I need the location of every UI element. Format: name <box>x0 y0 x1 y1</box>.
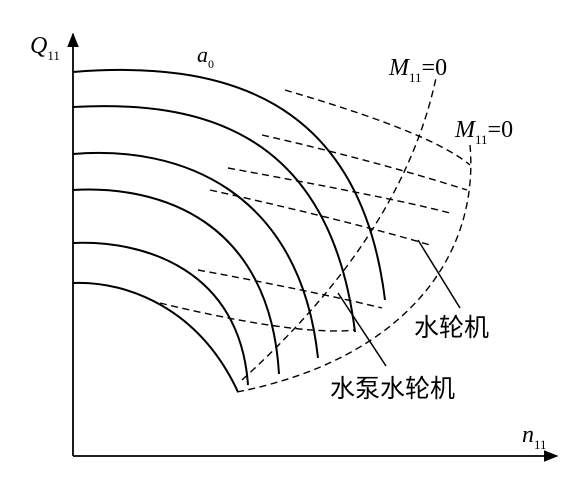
characteristic-curve-2 <box>72 105 356 333</box>
characteristic-curve-a0 <box>72 68 386 301</box>
region-label-pump-turbine: 水泵水轮机 <box>330 374 455 403</box>
characteristic-curve-3 <box>72 151 319 359</box>
characteristic-curve-4 <box>72 188 280 375</box>
dashed-extension-6 <box>159 302 356 332</box>
dashed-extension-4 <box>209 189 431 246</box>
characteristic-curve-6 <box>72 281 239 393</box>
dashed-extension-2 <box>261 134 468 191</box>
leader-line-pump-turbine <box>337 292 387 367</box>
characteristic-curve-5 <box>72 241 249 386</box>
boundary-label-m11-outer: M11=0 <box>454 117 513 147</box>
dashed-extension-3 <box>227 167 451 214</box>
boundary-line-m11-outer <box>236 144 472 393</box>
boundary-label-m11-inner: M11=0 <box>388 55 447 85</box>
x-axis-label: n11 <box>522 422 547 452</box>
dashed-extension-1 <box>284 89 471 166</box>
y-axis-label: Q11 <box>30 33 60 63</box>
dashed-extension-5 <box>197 269 383 309</box>
leader-line-turbine <box>417 239 461 309</box>
boundary-line-m11-inner <box>241 77 437 381</box>
curve-label-a0: a0 <box>197 42 214 71</box>
region-label-turbine: 水轮机 <box>414 313 489 342</box>
